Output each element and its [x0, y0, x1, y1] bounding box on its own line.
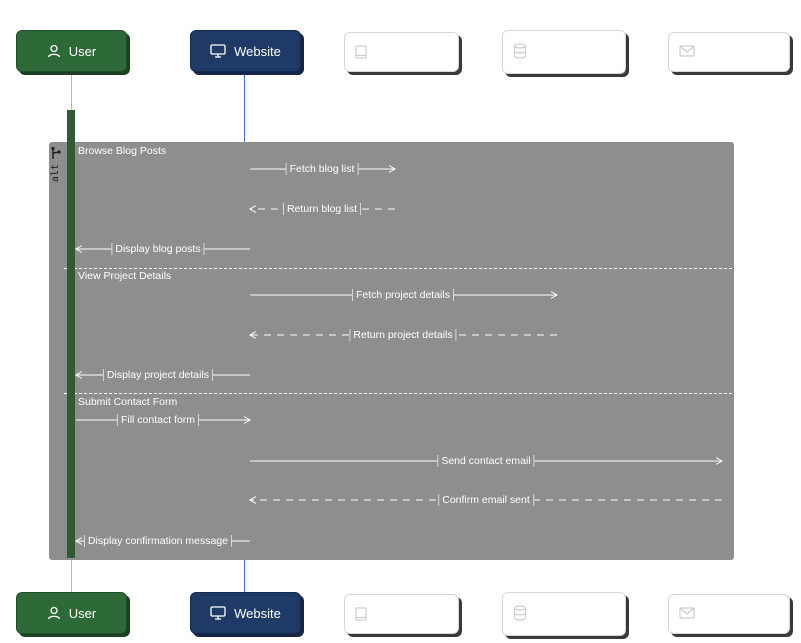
fragment-tag: alt — [50, 146, 64, 182]
monitor-icon — [210, 606, 226, 620]
mail-icon — [679, 45, 695, 57]
message-label: Fetch blog list — [285, 163, 359, 175]
message-label: Fetch project details — [352, 289, 454, 301]
alt-fragment — [49, 142, 734, 560]
section-separator — [64, 393, 732, 394]
user-activation-bar — [67, 110, 75, 558]
user-icon — [47, 606, 60, 620]
monitor-icon — [210, 44, 226, 58]
message-arrow-head — [715, 457, 723, 465]
message-arrow-head — [388, 165, 396, 173]
message-arrow-head — [249, 205, 257, 213]
actor-placeholder-top[interactable] — [668, 32, 790, 72]
mail-icon — [679, 607, 695, 619]
message-label: Display blog posts — [111, 243, 205, 255]
message-label: Confirm email sent — [438, 494, 534, 506]
message-label: Return project details — [349, 329, 457, 341]
message-arrow-head — [75, 371, 83, 379]
message-arrow-head — [75, 245, 83, 253]
message-arrow-head — [249, 496, 257, 504]
actor-website-bottom[interactable]: Website — [190, 592, 301, 634]
branch-icon — [51, 146, 61, 159]
message-arrow-head — [75, 537, 83, 545]
user-icon — [47, 44, 60, 58]
actor-placeholder-bottom[interactable] — [668, 594, 790, 634]
message-label: Send contact email — [437, 455, 535, 467]
actor-website-label: Website — [234, 605, 281, 621]
actor-user-top[interactable]: User — [16, 30, 127, 72]
actor-user-label: User — [68, 43, 97, 59]
actor-user-label: User — [68, 605, 97, 621]
database-icon — [513, 605, 527, 621]
actor-placeholder-bottom[interactable] — [502, 592, 626, 636]
section-separator — [64, 268, 732, 269]
actor-placeholder-top[interactable] — [502, 30, 626, 74]
message-arrow-head — [243, 416, 251, 424]
message-arrow-head — [550, 291, 558, 299]
book-icon — [355, 45, 367, 59]
actor-website-top[interactable]: Website — [190, 30, 301, 72]
message-arrow-head — [249, 331, 257, 339]
actor-placeholder-bottom[interactable] — [344, 594, 459, 634]
message-label: Display project details — [102, 369, 214, 381]
actor-user-bottom[interactable]: User — [16, 592, 127, 634]
guard-view-project-details: View Project Details — [78, 270, 172, 282]
database-icon — [513, 43, 527, 59]
guard-submit-contact-form: Submit Contact Form — [78, 396, 178, 408]
guard-browse-blog-posts: Browse Blog Posts — [78, 145, 167, 157]
message-label: Fill contact form — [116, 414, 200, 426]
actor-website-label: Website — [234, 43, 281, 59]
message-label: Display confirmation message — [83, 535, 233, 547]
message-label: Return blog list — [282, 203, 362, 215]
book-icon — [355, 607, 367, 621]
actor-placeholder-top[interactable] — [344, 32, 459, 72]
